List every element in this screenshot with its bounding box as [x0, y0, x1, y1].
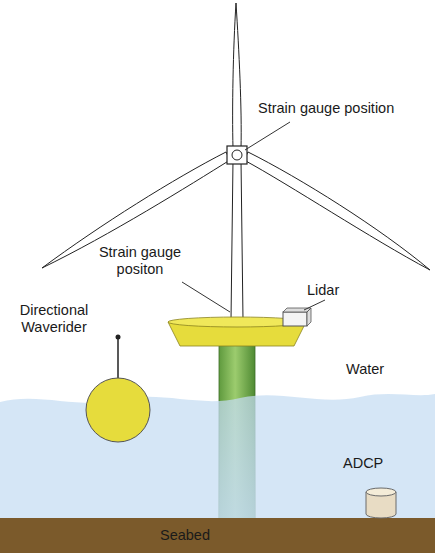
tower: [231, 160, 243, 320]
water-body: [0, 394, 435, 522]
region-label: Water: [346, 361, 416, 378]
blade-right: [244, 152, 430, 270]
leader-line: [304, 300, 325, 310]
region-label: Seabed: [160, 527, 250, 544]
adcp-top: [366, 488, 396, 496]
waverider-buoy: [86, 378, 150, 442]
seabed: [0, 518, 435, 553]
hub: [232, 150, 242, 160]
nacelle: [227, 146, 247, 164]
callout-label: Directional Waverider: [4, 302, 104, 336]
leader-line: [182, 282, 230, 312]
leader-line: [245, 122, 290, 150]
monopile: [219, 340, 255, 522]
lidar-unit: [283, 312, 307, 326]
lidar-unit-top: [283, 308, 311, 326]
pile-underwater-tint: [219, 400, 255, 522]
callout-label: Strain gauge positon: [92, 244, 188, 278]
buoy-antenna: [117, 338, 119, 378]
blade-up: [233, 3, 242, 148]
callout-label: ADCP: [343, 455, 413, 472]
callout-label: Lidar: [307, 282, 367, 299]
callout-label: Strain gauge position: [258, 100, 430, 117]
buoy-antenna-tip: [116, 335, 121, 340]
